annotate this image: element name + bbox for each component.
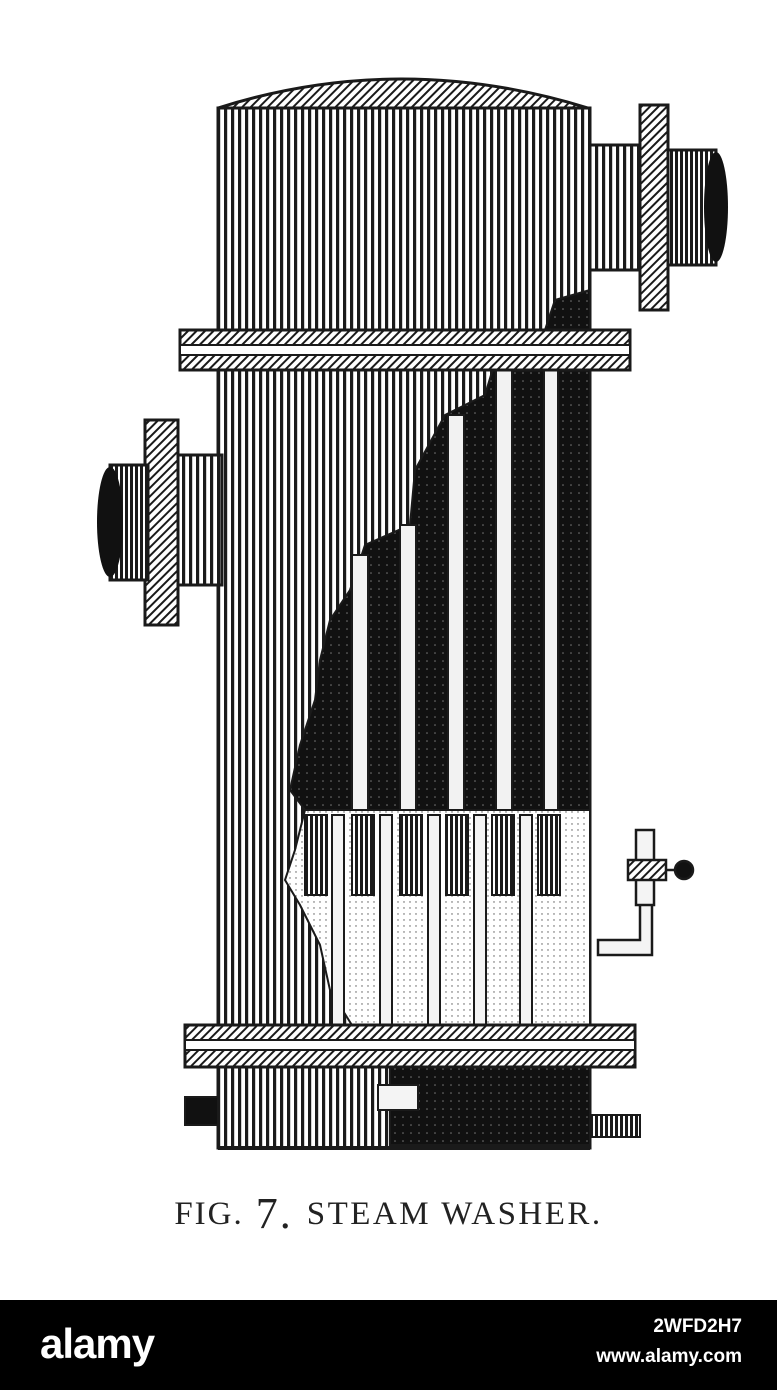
image-id: 2WFD2H7 bbox=[653, 1316, 742, 1337]
brand-logo: alamy bbox=[40, 1320, 155, 1367]
bottom-nipple-left bbox=[184, 1096, 219, 1126]
inner-drain-pipe bbox=[377, 1084, 419, 1111]
figure-title: STEAM WASHER. bbox=[306, 1196, 603, 1232]
figure-caption: FIG. 7. STEAM WASHER. bbox=[0, 1184, 777, 1238]
steam-outlet-right bbox=[588, 103, 728, 312]
drain-tubes bbox=[331, 814, 533, 1066]
top-dome bbox=[217, 77, 589, 110]
figure-label: FIG. bbox=[174, 1196, 244, 1232]
watermark-bar: alamy 2WFD2H7 www.alamy.com bbox=[0, 1300, 777, 1390]
figure-number: 7. bbox=[255, 1189, 293, 1238]
perforated-tubes bbox=[304, 814, 561, 896]
bottom-nipple-right bbox=[589, 1114, 641, 1138]
upper-flange bbox=[178, 328, 632, 372]
lower-flange bbox=[183, 1023, 637, 1069]
bottom-chamber bbox=[389, 1064, 591, 1146]
site-url: www.alamy.com bbox=[596, 1346, 742, 1367]
steam-washer-illustration bbox=[97, 77, 728, 1150]
drain-cock bbox=[596, 828, 695, 957]
steam-inlet-left bbox=[97, 418, 224, 627]
